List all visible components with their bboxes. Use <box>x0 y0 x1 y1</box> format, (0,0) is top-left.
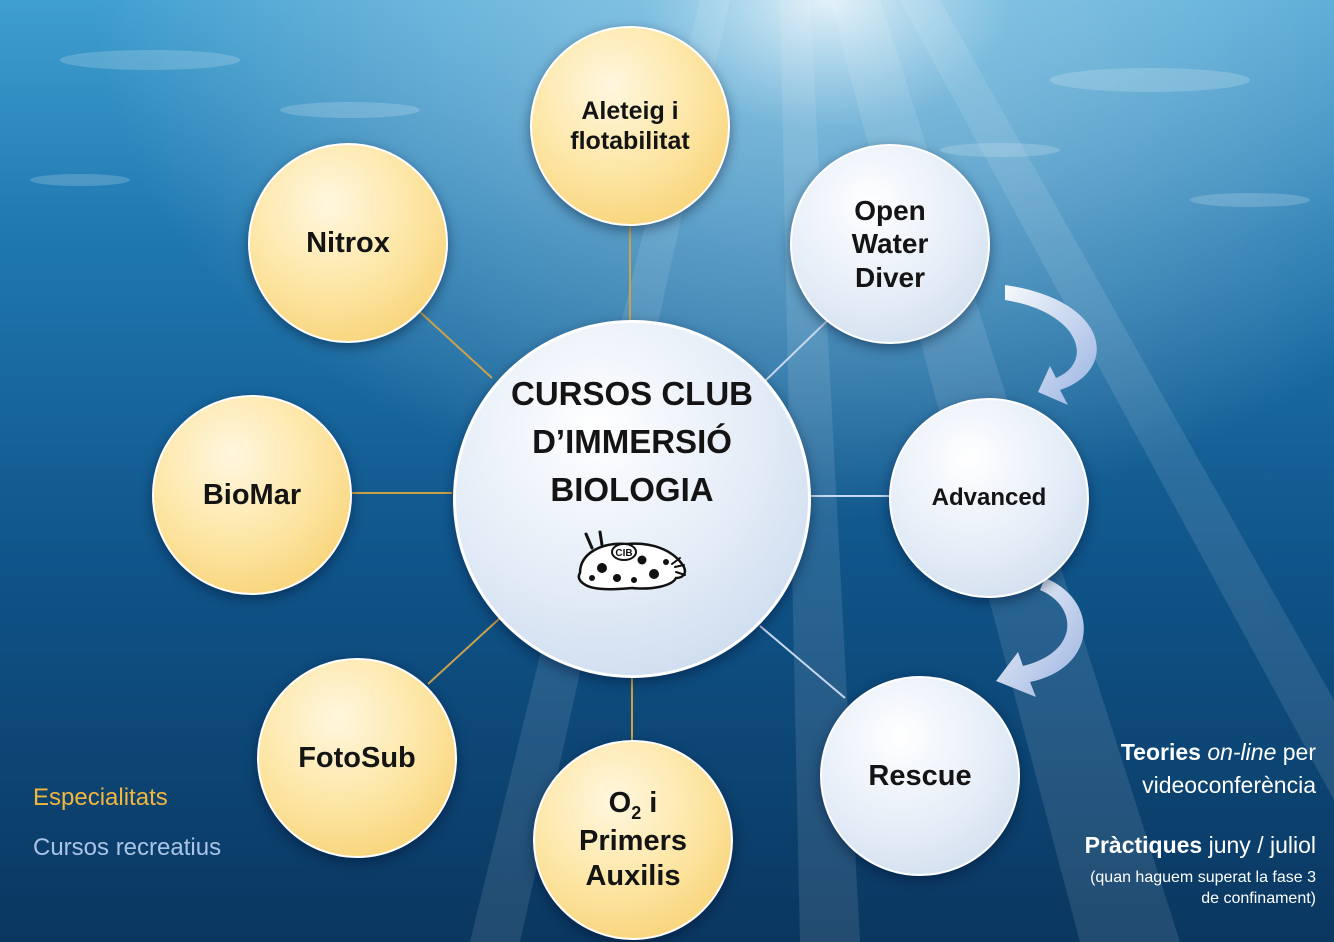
logo-text: CIB <box>615 548 632 559</box>
node-o2-line2: Primers <box>578 825 687 858</box>
notes-practiques: Pràctiques juny / juliol <box>1085 832 1316 859</box>
connector-open-water <box>763 319 829 383</box>
node-nitrox: Nitrox <box>248 143 448 343</box>
notes-small-line1: (quan haguem superat la fase 3 <box>1090 869 1316 886</box>
legend-especialitats: Especialitats <box>33 784 168 811</box>
connector-nitrox <box>419 311 493 379</box>
node-open-water-line1: Open <box>854 194 926 226</box>
node-rescue: Rescue <box>820 676 1020 876</box>
node-aleteig-line1: Aleteig i <box>581 97 679 125</box>
node-open-water: Open Water Diver <box>790 144 990 344</box>
node-nitrox-label: Nitrox <box>306 226 390 259</box>
node-fotosub-label: FotoSub <box>298 741 416 774</box>
node-o2-line3: Auxilis <box>585 860 681 893</box>
notes-small: (quan haguem superat la fase 3 de confin… <box>1090 868 1316 910</box>
notes-teories-line2: videoconferència <box>1142 772 1316 799</box>
progression-arrow-1 <box>1005 285 1097 405</box>
node-aleteig-line2: flotabilitat <box>570 127 690 155</box>
notes-small-line2: de confinament) <box>1201 889 1316 907</box>
node-o2: O2 i Primers Auxilis <box>533 740 733 940</box>
node-open-water-line2: Water <box>851 228 929 260</box>
center-title-line2: D’IMMERSIÓ <box>532 423 732 461</box>
notes-teories-line1: Teories on-line per <box>1120 739 1316 765</box>
node-biomar: BioMar <box>152 395 352 595</box>
center-title-line3: BIOLOGIA <box>550 470 714 508</box>
progression-arrow-2 <box>996 578 1084 697</box>
connector-rescue <box>759 625 846 699</box>
connector-fotosub <box>427 617 501 685</box>
node-advanced-label: Advanced <box>931 483 1047 511</box>
notes-practiques-line1: Pràctiques juny / juliol <box>1084 832 1316 858</box>
nudibranch-logo-icon: CIB <box>577 530 687 591</box>
notes-teories: Teories on-line per videoconferència <box>1121 736 1316 803</box>
node-o2-line1: O2 i <box>608 787 658 823</box>
node-aleteig: Aleteig i flotabilitat <box>530 26 730 226</box>
node-rescue-label: Rescue <box>868 759 972 792</box>
node-open-water-line3: Diver <box>854 261 926 293</box>
node-fotosub: FotoSub <box>257 658 457 858</box>
node-advanced: Advanced <box>889 398 1089 598</box>
center-title-line1: CURSOS CLUB <box>510 375 753 413</box>
node-biomar-label: BioMar <box>202 478 302 511</box>
center-node: CURSOS CLUB D’IMMERSIÓ BIOLOGIA CIB <box>453 320 811 678</box>
legend-recreatius: Cursos recreatius <box>33 834 222 861</box>
